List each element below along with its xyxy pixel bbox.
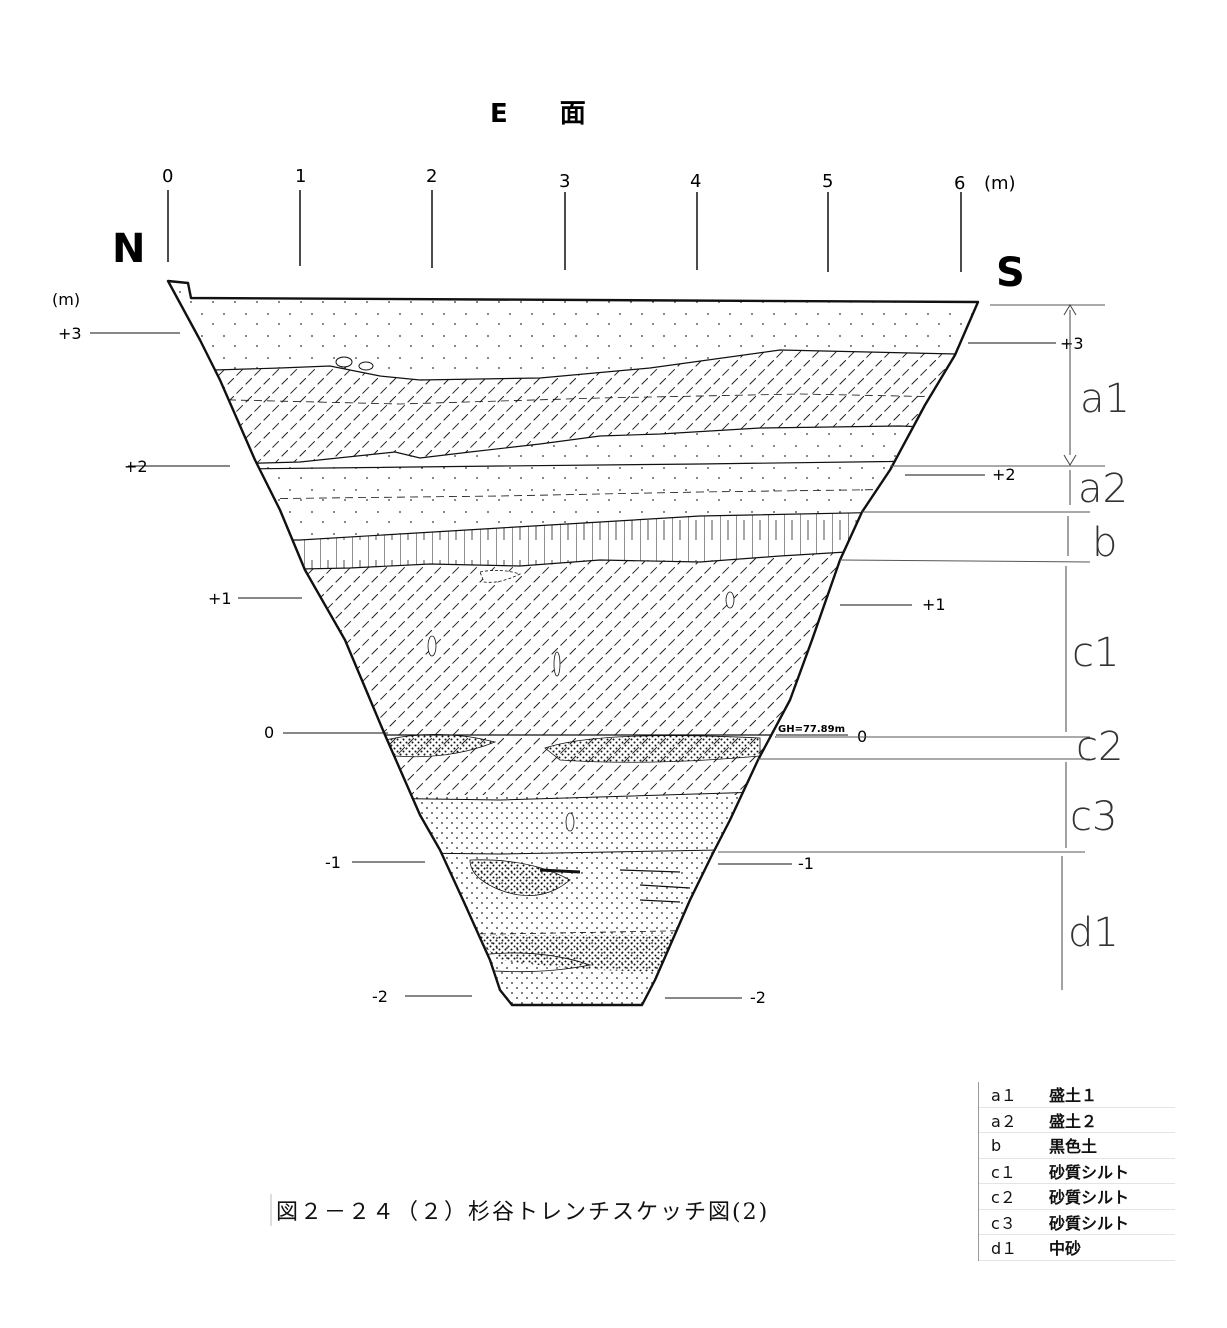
gh-datum-label: GH=77.89m [778,724,845,735]
left-elev-zero: 0 [264,723,274,742]
legend-item: a２ 盛土２ [979,1108,1175,1133]
layer-a1-hatch [168,350,978,466]
x-unit: (m) [984,173,1016,194]
section-title: E 面 [490,99,586,129]
left-elev-minus1: -1 [325,853,341,872]
layer-boundary-leaders [718,304,1105,990]
legend-code: b [991,1135,1002,1155]
x-tick-5: 5 [822,171,833,192]
layer-label-a1: a1 [1080,376,1130,422]
layer-c3 [168,795,978,850]
north-label: N [112,226,145,272]
right-elev-minus1: -1 [798,854,814,873]
x-tick-3: 3 [559,171,570,192]
legend-name: 砂質シルト [1049,1162,1130,1182]
layer-a2 [168,426,978,540]
right-elev-plus2: +2 [992,465,1016,484]
right-elev-plus3: +3 [1060,334,1084,353]
left-elev-plus3: +3 [58,324,82,343]
layer-labels: a1 a2 b c1 c2 c3 d1 [1068,376,1130,956]
legend-item: c３ 砂質シルト [979,1210,1175,1235]
legend-code: d１ [991,1239,1018,1259]
legend-name: 黒色土 [1049,1137,1098,1157]
legend-code: a２ [991,1111,1017,1131]
legend-item: d１ 中砂 [979,1235,1175,1261]
left-elev-plus2: +2 [124,457,148,476]
horizontal-scale: 0 1 2 3 4 5 6 (m) [162,166,1016,272]
layer-label-b: b [1092,520,1117,566]
legend-name: 盛土２ [1049,1111,1098,1131]
layer-d1 [168,850,978,1005]
right-elev-minus2: -2 [750,988,766,1007]
south-label: S [996,250,1025,296]
x-tick-6: 6 [954,173,965,194]
trench-outline [166,279,980,1007]
legend-name: 中砂 [1049,1239,1082,1259]
layer-label-c2: c2 [1076,724,1123,770]
legend-item: b 黒色土 [979,1133,1175,1159]
legend-item: c２ 砂質シルト [979,1184,1175,1210]
legend-name: 砂質シルト [1049,1213,1130,1233]
layer-c1 [168,550,978,735]
layer-label-a2: a2 [1078,466,1128,512]
legend-code: c３ [991,1213,1016,1233]
layer-b [168,510,978,572]
legend-name: 砂質シルト [1049,1188,1130,1208]
left-elev-minus2: -2 [372,987,388,1006]
x-tick-0: 0 [162,166,173,187]
right-elev-plus1: +1 [922,595,946,614]
legend-item: a１ 盛土１ [979,1082,1175,1108]
layer-label-c3: c3 [1070,794,1117,840]
layer-a1-upper [168,281,978,380]
legend-code: a１ [991,1086,1017,1106]
x-tick-1: 1 [295,166,306,187]
legend-code: c２ [991,1188,1016,1208]
legend-code: c１ [991,1162,1016,1182]
layer-label-d1: d1 [1068,910,1119,956]
x-tick-4: 4 [690,171,701,192]
left-elevation-scale: +3 +2 +1 0 -1 -2 [58,324,472,1006]
x-tick-2: 2 [426,166,437,187]
legend-name: 盛土１ [1049,1086,1098,1106]
layer-label-c1: c1 [1072,630,1119,676]
legend: a１ 盛土１ a２ 盛土２ b 黒色土 c１ 砂質シルト c２ 砂質シルト c３… [978,1082,1175,1261]
figure-caption: 図２－２４（２）杉谷トレンチスケッチ図(2) [270,1194,769,1226]
left-elev-plus1: +1 [208,589,232,608]
legend-item: c１ 砂質シルト [979,1159,1175,1184]
stratigraphy [168,281,978,1005]
y-unit: (m) [52,290,80,309]
